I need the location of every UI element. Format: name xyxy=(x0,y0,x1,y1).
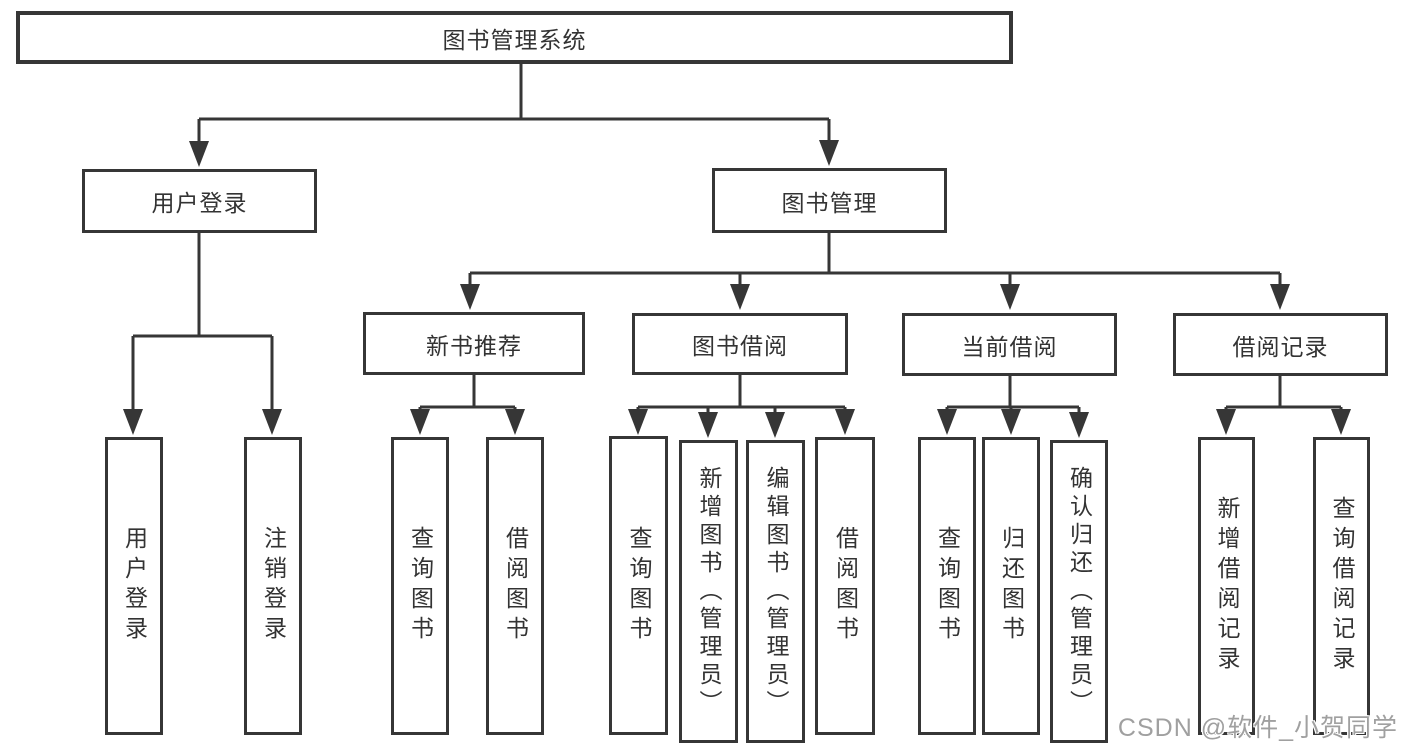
node-book-management: 图书管理 xyxy=(712,168,947,233)
connector-book-borrowing-children xyxy=(628,375,855,438)
node-query-books-borrowing: 查询图书 xyxy=(609,436,668,735)
node-add-borrow-record: 新增借阅记录 xyxy=(1198,437,1255,735)
node-add-books-admin-label: 新增图书（管理员） xyxy=(696,465,722,718)
node-edit-books-admin: 编辑图书（管理员） xyxy=(746,440,805,743)
node-book-management-label: 图书管理 xyxy=(781,189,878,216)
node-user-login-label: 用户登录 xyxy=(151,190,248,216)
node-system: 图书管理系统 xyxy=(16,11,1013,64)
connector-book-management-children xyxy=(460,233,1290,310)
node-user-login: 用户登录 xyxy=(82,169,317,233)
node-add-books-admin: 新增图书（管理员） xyxy=(679,440,738,743)
node-borrowing-records-label: 借阅记录 xyxy=(1232,333,1329,360)
connector-new-book-children xyxy=(410,375,525,435)
node-new-book-recommend-label: 新书推荐 xyxy=(426,332,522,359)
node-query-books-recommend-label: 查询图书 xyxy=(407,526,434,646)
node-return-books-label: 归还图书 xyxy=(998,526,1025,646)
connector-current-borrowing-children xyxy=(937,375,1089,438)
node-book-borrowing: 图书借阅 xyxy=(632,313,848,375)
node-borrowing-records: 借阅记录 xyxy=(1173,313,1388,376)
node-query-books-borrowing-label: 查询图书 xyxy=(626,525,652,646)
node-confirm-return-admin-label: 确认归还（管理员） xyxy=(1066,465,1093,718)
node-borrow-books-leaf: 借阅图书 xyxy=(815,437,875,735)
node-borrow-books-leaf-label: 借阅图书 xyxy=(832,526,859,646)
node-return-books: 归还图书 xyxy=(982,437,1040,735)
node-query-borrow-record-label: 查询借阅记录 xyxy=(1329,496,1355,676)
node-user-login-leaf-label: 用户登录 xyxy=(121,526,148,646)
node-query-borrow-record: 查询借阅记录 xyxy=(1313,437,1370,735)
node-logout-leaf-label: 注销登录 xyxy=(260,526,287,646)
node-current-borrowing: 当前借阅 xyxy=(902,313,1117,376)
connector-user-login-children xyxy=(123,233,282,435)
node-current-borrowing-label: 当前借阅 xyxy=(961,333,1058,360)
node-borrow-books-recommend-label: 借阅图书 xyxy=(502,526,529,646)
connector-borrow-records-children xyxy=(1216,375,1351,435)
connector-root-to-level2 xyxy=(189,64,839,167)
node-system-label: 图书管理系统 xyxy=(442,26,587,53)
node-query-books-current: 查询图书 xyxy=(918,437,976,735)
node-borrow-books-recommend: 借阅图书 xyxy=(486,437,544,735)
node-new-book-recommend: 新书推荐 xyxy=(363,312,585,375)
node-query-books-recommend: 查询图书 xyxy=(391,437,449,735)
node-logout-leaf: 注销登录 xyxy=(244,437,302,735)
node-book-borrowing-label: 图书借阅 xyxy=(692,333,788,359)
csdn-watermark: CSDN @软件_小贺同学 xyxy=(1117,714,1398,742)
node-user-login-leaf: 用户登录 xyxy=(105,437,163,735)
node-edit-books-admin-label: 编辑图书（管理员） xyxy=(763,465,789,718)
node-add-borrow-record-label: 新增借阅记录 xyxy=(1214,496,1240,676)
node-confirm-return-admin: 确认归还（管理员） xyxy=(1050,440,1108,743)
node-query-books-current-label: 查询图书 xyxy=(934,526,961,646)
